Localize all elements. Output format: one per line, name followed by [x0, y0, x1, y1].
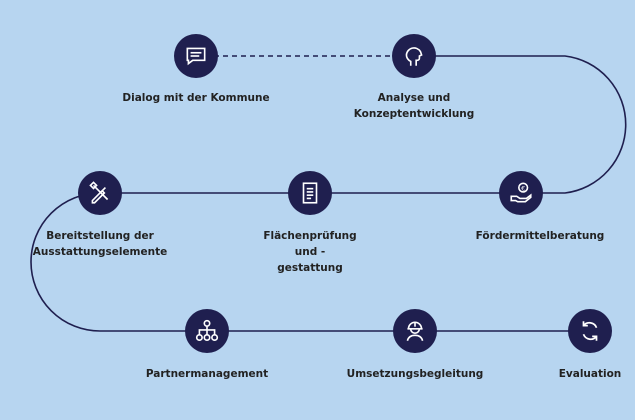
step-label: Partnermanagement: [145, 368, 269, 380]
document-icon: [288, 171, 332, 215]
refresh-cycle-icon: [568, 309, 612, 353]
step-label: Dialog mit der Kommune: [122, 92, 270, 104]
step-label: Bereitstellung der Ausstattungselemente: [32, 230, 168, 258]
helmet-worker-icon: [393, 309, 437, 353]
step-label: Analyse und Konzeptentwicklung: [353, 92, 475, 120]
tools-icon: [78, 171, 122, 215]
head-profile-icon: [392, 34, 436, 78]
step-label: Umsetzungsbegleitung: [346, 368, 484, 380]
euro-hand-icon: €: [499, 171, 543, 215]
network-icon: [185, 309, 229, 353]
step-label: Flächenprüfung und - gestattung: [263, 230, 357, 274]
svg-text:€: €: [521, 184, 525, 192]
step-label: Evaluation: [558, 368, 622, 380]
speech-bubble-icon: [174, 34, 218, 78]
step-label: Fördermittelberatung: [475, 230, 605, 242]
